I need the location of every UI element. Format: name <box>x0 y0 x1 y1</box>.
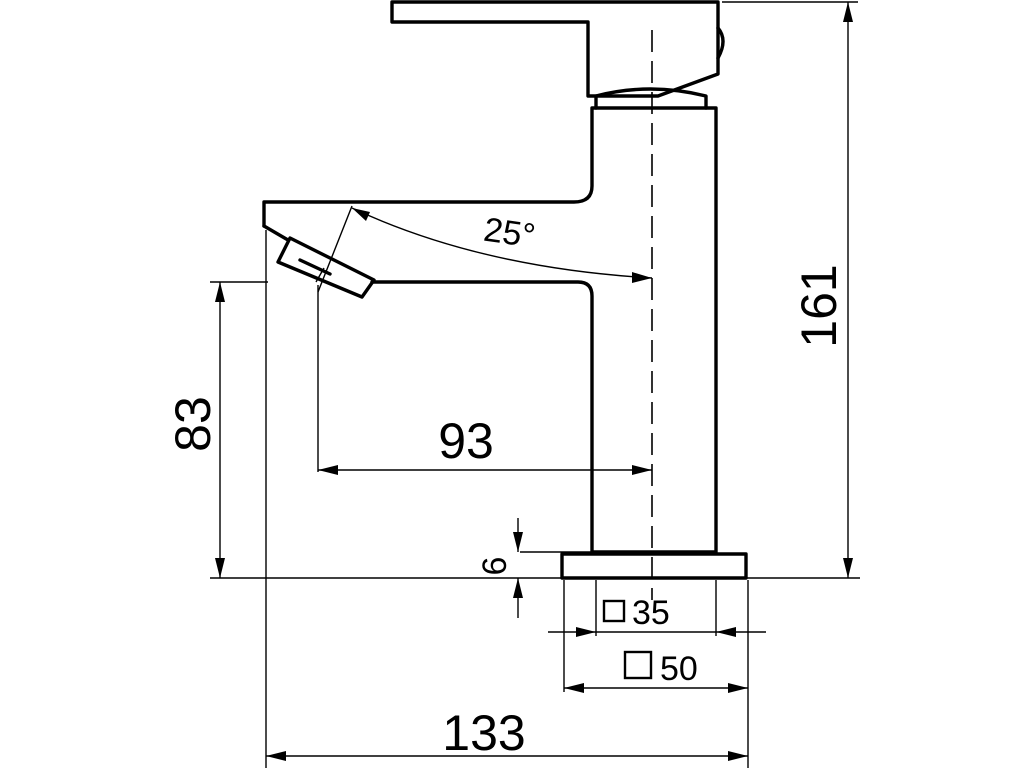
faucet-body <box>262 106 718 554</box>
square-symbol-icon <box>602 599 626 623</box>
label-overall-height: 161 <box>791 264 847 347</box>
aerator-ring <box>298 258 332 276</box>
base-plate <box>560 552 748 580</box>
label-body-square: 35 <box>632 594 670 632</box>
dimension-spout-height: 83 <box>165 282 225 578</box>
label-base-thickness: 6 <box>476 557 514 576</box>
handle-knob <box>716 26 725 60</box>
dimension-overall-length: 133 <box>266 705 748 761</box>
faucet-outline <box>262 0 748 580</box>
label-spout-height: 83 <box>165 396 221 452</box>
label-spout-reach: 93 <box>438 413 494 469</box>
dimension-body-square: 35 <box>548 594 766 637</box>
dimension-spout-angle: 25° <box>317 205 653 293</box>
square-symbol-icon <box>623 650 653 680</box>
label-overall-length: 133 <box>442 705 525 761</box>
dimension-base-square: 50 <box>564 650 748 693</box>
dimension-spout-reach: 93 <box>318 413 652 475</box>
cartridge-collar <box>594 87 708 110</box>
dimension-overall-height: 161 <box>791 2 853 578</box>
lever-handle <box>390 0 720 98</box>
spout-aerator <box>276 236 376 299</box>
dimension-base-thickness: 6 <box>476 518 523 618</box>
label-base-square: 50 <box>660 650 698 688</box>
extension-lines <box>210 1 860 768</box>
label-spout-angle: 25° <box>481 211 537 256</box>
spout-underside <box>262 224 290 242</box>
